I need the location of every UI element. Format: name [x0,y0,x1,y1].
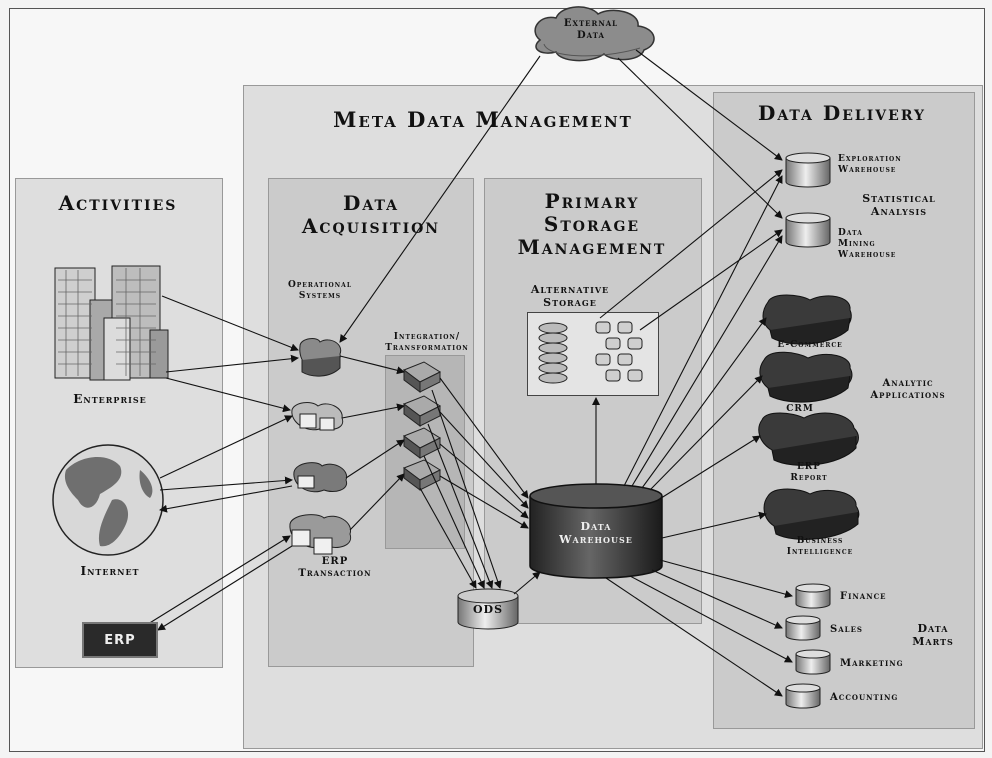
data-warehouse-label-line2: Warehouse [540,533,652,546]
analytic-applications-label-line2: Applications [852,390,964,402]
exploration-warehouse-cylinder-icon [786,153,830,187]
integration-cube-1 [404,362,440,392]
erp-report-label-line2: Report [774,473,844,484]
data-mining-warehouse-cylinder-icon [786,213,830,247]
accounting-mart-cylinder-icon [786,684,820,708]
data-mining-warehouse-label: Data Mining Warehouse [838,228,896,260]
ods-label: ODS [462,603,514,616]
data-warehouse-label-line1: Data [540,520,652,533]
analytic-applications-label: Analytic Applications [852,378,964,402]
accounting-label: Accounting [830,692,898,704]
operational-systems-label-line2: Systems [270,291,370,302]
crm-label: CRM [770,404,830,415]
statistical-analysis-label: Statistical Analysis [840,192,958,218]
alternative-storage-label-line1: Alternative [500,283,640,296]
erp-transaction-label-line2: Transaction [280,568,390,580]
data-marts-label: Data Marts [898,622,968,648]
operational-system-icon-3 [294,463,347,492]
external-data-label-line2: Data [556,30,626,42]
data-mining-warehouse-label-line3: Warehouse [838,250,896,261]
erp-report-blob-icon [759,413,859,465]
erp-report-label-line1: ERP [774,462,844,473]
data-warehouse-label: Data Warehouse [540,520,652,546]
statistical-analysis-label-line2: Analysis [840,205,958,218]
integration-cube-4 [404,460,440,490]
enterprise-label: Enterprise [50,392,170,406]
statistical-analysis-label-line1: Statistical [840,192,958,205]
erp-transaction-label: ERP Transaction [280,556,390,580]
erp-report-label: ERP Report [774,462,844,484]
sales-label: Sales [830,624,863,636]
erp-box: ERP [82,622,158,658]
e-commerce-label: E-Commerce [760,340,860,351]
exploration-warehouse-label: Exploration Warehouse [838,154,902,176]
sales-mart-cylinder-icon [786,616,820,640]
integration-transformation-label: Integration/ Transformation [362,332,492,354]
integration-transformation-label-line1: Integration/ [362,332,492,343]
operational-system-icon-1 [300,339,341,377]
operational-systems-label: Operational Systems [270,280,370,302]
business-intelligence-label-line2: Intelligence [770,547,870,558]
data-marts-label-line2: Marts [898,635,968,648]
erp-transaction-label-line1: ERP [280,556,390,568]
business-intelligence-label: Business Intelligence [770,536,870,558]
external-data-label: External Data [556,18,626,42]
external-data-label-line1: External [556,18,626,30]
operational-systems-label-line1: Operational [270,280,370,291]
operational-system-icon-2 [292,403,343,430]
alternative-storage-label-line2: Storage [500,296,640,309]
alternative-storage-label: Alternative Storage [500,283,640,309]
data-marts-label-line1: Data [898,622,968,635]
erp-transaction-icon [290,515,351,554]
finance-label: Finance [840,591,887,603]
data-mining-warehouse-label-line1: Data [838,228,896,239]
exploration-warehouse-label-line1: Exploration [838,154,902,165]
alternative-storage-cartridges-icon [596,322,642,381]
alternative-storage-disk-stack-icon [539,323,567,383]
data-mining-warehouse-label-line2: Mining [838,239,896,250]
exploration-warehouse-label-line2: Warehouse [838,165,902,176]
crm-blob-icon [760,352,852,402]
enterprise-buildings-icon [55,266,168,380]
finance-mart-cylinder-icon [796,584,830,608]
integration-cube-2 [404,396,440,426]
marketing-label: Marketing [840,658,904,670]
internet-globe-icon [53,445,163,555]
integration-cube-3 [404,428,440,458]
analytic-applications-label-line1: Analytic [852,378,964,390]
integration-transformation-label-line2: Transformation [362,343,492,354]
e-commerce-blob-icon [763,295,851,344]
business-intelligence-label-line1: Business [770,536,870,547]
internet-label: Internet [50,564,170,578]
business-intelligence-blob-icon [764,489,859,539]
marketing-mart-cylinder-icon [796,650,830,674]
